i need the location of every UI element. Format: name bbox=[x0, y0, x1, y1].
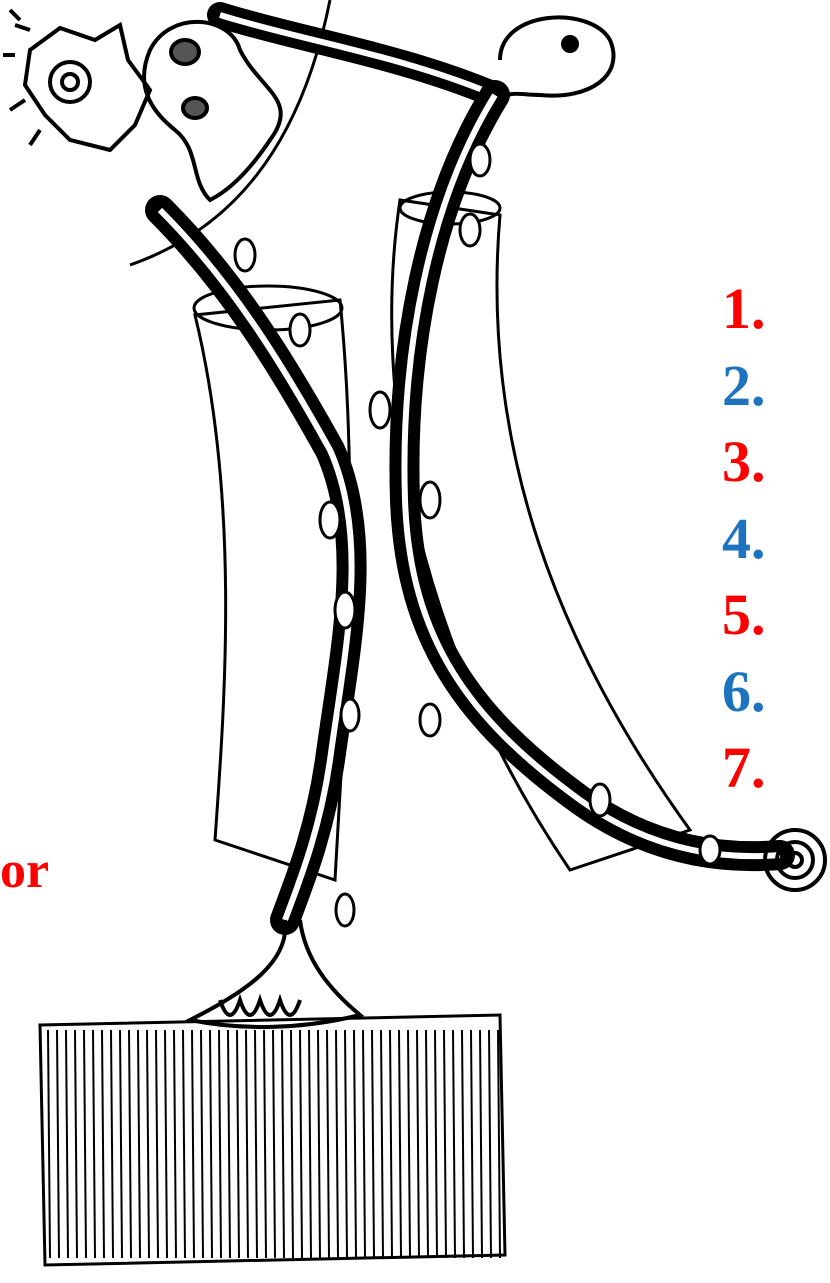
number-label-6: 6. bbox=[722, 663, 766, 721]
neuron-cell-body bbox=[3, 10, 150, 150]
number-label-5: 5. bbox=[722, 586, 766, 644]
number-label-7: 7. bbox=[722, 739, 766, 797]
number-label-2: 2. bbox=[722, 357, 766, 415]
number-label-3: 3. bbox=[722, 433, 766, 491]
left-axon bbox=[160, 210, 352, 920]
glial-cell bbox=[144, 22, 281, 200]
motor-end-plate bbox=[190, 920, 360, 1027]
edge-label: or bbox=[0, 845, 49, 897]
number-label-1: 1. bbox=[722, 280, 766, 338]
muscle-fiber bbox=[40, 1015, 505, 1265]
number-label-4: 4. bbox=[722, 510, 766, 568]
target-cell bbox=[500, 17, 614, 100]
